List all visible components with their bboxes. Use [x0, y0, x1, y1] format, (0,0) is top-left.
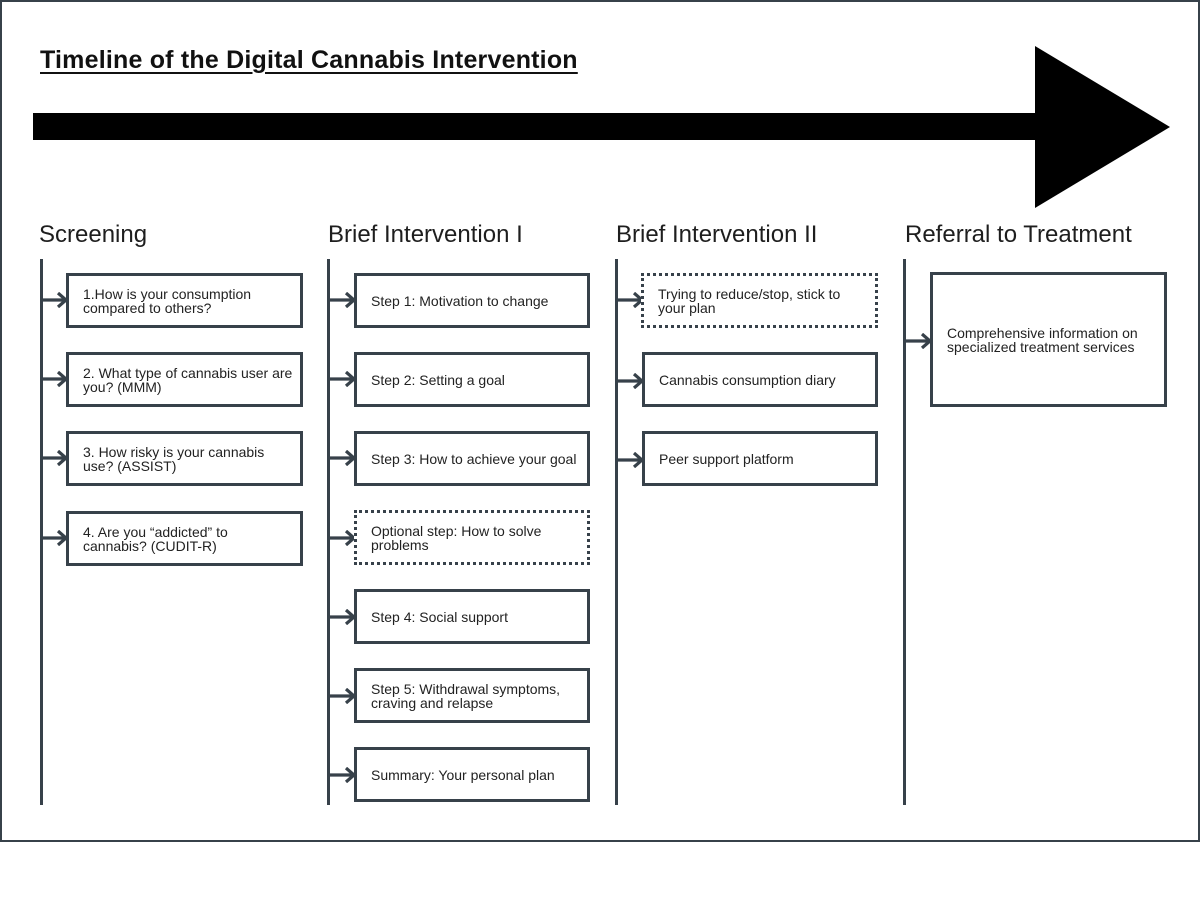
arrow-icon: [330, 292, 357, 308]
bi1-step-3-text: Step 3: How to achieve your goal: [371, 450, 577, 467]
bi1-step-5: Step 5: Withdrawal symptoms, craving and…: [354, 668, 590, 723]
arrow-icon: [330, 688, 357, 704]
bi1-step-2-text: Step 2: Setting a goal: [371, 371, 505, 388]
bi1-optional-step: Optional step: How to solve problems: [354, 510, 590, 565]
bi2-item-peer-support: Peer support platform: [642, 431, 878, 486]
bi2-item-peer-support-text: Peer support platform: [659, 450, 794, 467]
bi1-step-2: Step 2: Setting a goal: [354, 352, 590, 407]
arrow-icon: [42, 292, 69, 308]
column-line-referral: [903, 259, 906, 805]
bi1-step-3: Step 3: How to achieve your goal: [354, 431, 590, 486]
bi1-summary: Summary: Your personal plan: [354, 747, 590, 802]
arrow-icon: [330, 530, 357, 546]
arrow-icon: [906, 333, 933, 349]
bi1-summary-text: Summary: Your personal plan: [371, 766, 555, 783]
bi1-step-1-text: Step 1: Motivation to change: [371, 292, 549, 309]
screening-step-1-text: 1.How is your consumption compared to ot…: [83, 285, 252, 316]
screening-step-3: 3. How risky is your cannabis use? (ASSI…: [66, 431, 303, 486]
referral-info: Comprehensive information on specialized…: [930, 272, 1167, 407]
screening-step-1: 1.How is your consumption compared to ot…: [66, 273, 303, 328]
timeline-arrow-head: [1035, 46, 1170, 208]
bi1-step-4: Step 4: Social support: [354, 589, 590, 644]
arrow-icon: [618, 452, 645, 468]
arrow-icon: [42, 530, 69, 546]
screening-step-2-text: 2. What type of cannabis user are you? (…: [83, 364, 293, 395]
bi2-item-diary-text: Cannabis consumption diary: [659, 371, 836, 388]
column-heading-brief-intervention-2: Brief Intervention II: [616, 221, 818, 248]
arrow-icon: [330, 450, 357, 466]
diagram-frame: Timeline of the Digital Cannabis Interve…: [0, 0, 1200, 842]
screening-step-2: 2. What type of cannabis user are you? (…: [66, 352, 303, 407]
screening-step-4: 4. Are you “addicted” to cannabis? (CUDI…: [66, 511, 303, 566]
bi1-step-1: Step 1: Motivation to change: [354, 273, 590, 328]
column-line-brief-intervention-1: [327, 259, 330, 805]
column-line-brief-intervention-2: [615, 259, 618, 805]
column-heading-screening: Screening: [39, 221, 148, 248]
bi1-step-4-text: Step 4: Social support: [371, 608, 508, 625]
referral-info-text: Comprehensive information on specialized…: [947, 324, 1138, 355]
arrow-icon: [330, 371, 357, 387]
column-line-screening: [40, 259, 43, 805]
screening-step-4-text: 4. Are you “addicted” to cannabis? (CUDI…: [83, 523, 228, 554]
bi2-item-plan: Trying to reduce/stop, stick to your pla…: [641, 273, 878, 328]
arrow-icon: [330, 767, 357, 783]
bi2-item-plan-text: Trying to reduce/stop, stick to your pla…: [658, 285, 841, 316]
bi2-item-diary: Cannabis consumption diary: [642, 352, 878, 407]
arrow-icon: [330, 609, 357, 625]
arrow-icon: [618, 373, 645, 389]
arrow-icon: [42, 450, 69, 466]
arrow-icon: [42, 371, 69, 387]
column-heading-referral: Referral to Treatment: [905, 221, 1132, 248]
timeline-arrow-shaft: [33, 113, 1038, 140]
column-heading-brief-intervention-1: Brief Intervention I: [328, 221, 523, 248]
bi1-optional-step-text: Optional step: How to solve problems: [371, 522, 542, 553]
screening-step-3-text: 3. How risky is your cannabis use? (ASSI…: [83, 443, 265, 474]
diagram-title: Timeline of the Digital Cannabis Interve…: [40, 46, 578, 74]
bi1-step-5-text: Step 5: Withdrawal symptoms, craving and…: [371, 680, 561, 711]
